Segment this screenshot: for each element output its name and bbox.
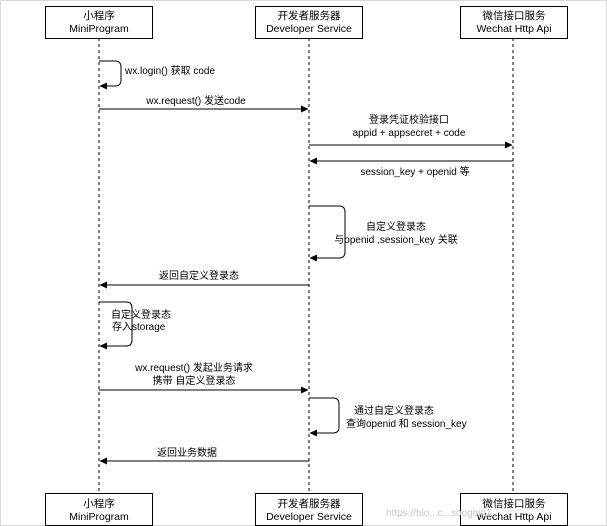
message-query-line2: 查询openid 和 session_key (346, 417, 467, 430)
message-biz-request-line2: 携带 自定义登录态 (153, 374, 236, 387)
message-verify-line2: appid + appsecret + code (353, 128, 466, 139)
participant-wechat-top: 微信接口服务 Wechat Http Api (460, 6, 568, 39)
message-send-code: wx.request() 发送code (145, 94, 246, 107)
message-return-state: 返回自定义登录态 (159, 269, 239, 282)
participant-name-en: Developer Service (266, 23, 352, 35)
participant-name-en: MiniProgram (69, 23, 129, 35)
participant-developer-top: 开发者服务器 Developer Service (255, 6, 363, 39)
message-store-line2: 存入storage (112, 320, 166, 333)
self-message-custom-state (309, 205, 346, 262)
participant-name-cn: 微信接口服务 (483, 497, 546, 510)
participant-name-en: Wechat Http Api (476, 23, 551, 35)
message-session-return: session_key + openid 等 (360, 165, 469, 178)
participant-name-cn: 小程序 (83, 497, 115, 510)
message-login: wx.login() 获取 code (124, 65, 215, 77)
participant-name-cn: 开发者服务器 (278, 497, 341, 510)
self-message-login (99, 60, 122, 90)
participant-name-en: MiniProgram (69, 511, 129, 523)
message-custom-state-line1: 自定义登录态 (366, 220, 426, 233)
participant-miniprogram-top: 小程序 MiniProgram (45, 6, 153, 39)
message-store-line1: 自定义登录态 (111, 308, 171, 321)
message-custom-state-line2: 与openid ,session_key 关联 (334, 233, 457, 246)
self-message-query (309, 397, 340, 437)
watermark-text: https://blo...c...soogbin1 (386, 508, 492, 519)
participant-wechat-bottom: 微信接口服务 Wechat Http Api (460, 493, 568, 526)
message-verify-line1: 登录凭证校验接口 (369, 113, 449, 126)
participant-name-cn: 小程序 (83, 9, 115, 22)
participant-name-cn: 微信接口服务 (483, 9, 546, 22)
message-biz-request-line1: wx.request() 发起业务请求 (134, 361, 253, 374)
self-message-store (99, 301, 133, 350)
message-query-line1: 通过自定义登录态 (354, 404, 434, 417)
participant-name-cn: 开发者服务器 (278, 9, 341, 22)
message-return-data: 返回业务数据 (157, 446, 217, 459)
participant-name-en: Developer Service (266, 511, 352, 523)
participant-miniprogram-bottom: 小程序 MiniProgram (45, 493, 153, 526)
participant-name-en: Wechat Http Api (476, 511, 551, 523)
participant-developer-bottom: 开发者服务器 Developer Service (255, 493, 363, 526)
